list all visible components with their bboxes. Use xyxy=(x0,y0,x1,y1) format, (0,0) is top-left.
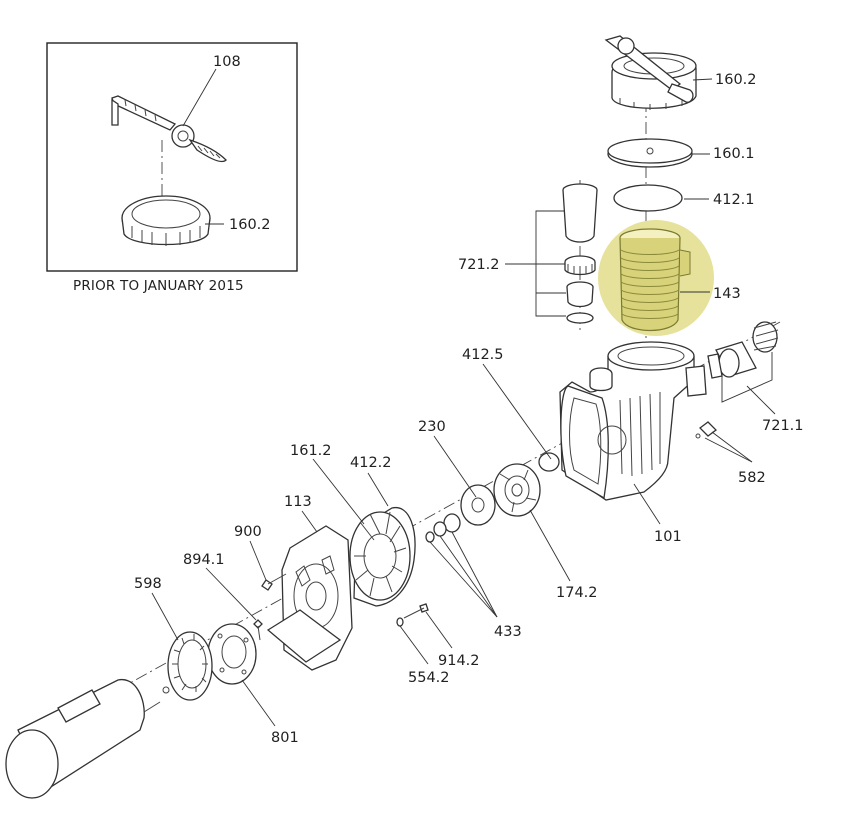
inset-caption: PRIOR TO JANUARY 2015 xyxy=(73,278,244,294)
callout-412-2: 412.2 xyxy=(350,455,392,471)
leader-174-2 xyxy=(529,509,571,582)
union-side-bracket xyxy=(721,352,773,403)
inset-lid-part xyxy=(121,195,211,246)
drain-plug-part xyxy=(695,421,717,439)
callout-230: 230 xyxy=(418,419,446,435)
leader-101 xyxy=(633,483,661,525)
leader-894-1 xyxy=(205,567,257,621)
union-kit-side-part xyxy=(707,321,779,379)
callout-721-1: 721.1 xyxy=(762,418,804,434)
callout-801: 801 xyxy=(271,730,299,746)
leader-433a xyxy=(429,541,498,618)
callout-433: 433 xyxy=(494,624,522,640)
leader-113 xyxy=(301,510,318,533)
motor-part xyxy=(5,679,170,799)
callout-160-2: 160.2 xyxy=(715,72,757,88)
leader-412-5 xyxy=(482,363,552,460)
callout-598: 598 xyxy=(134,576,162,592)
impeller-part xyxy=(493,463,541,517)
leader-598 xyxy=(151,592,179,641)
adapter-part xyxy=(207,623,257,685)
pump-housing-part xyxy=(559,341,707,501)
lid-assembly-part xyxy=(604,35,697,110)
leader-900 xyxy=(249,540,267,581)
leader-412-2 xyxy=(367,472,389,507)
leader-160-2 xyxy=(692,78,713,81)
inset-frame xyxy=(46,42,298,272)
callout-721-2: 721.2 xyxy=(458,257,500,273)
housing-oring-part xyxy=(538,452,560,472)
callout-160-1: 160.1 xyxy=(713,146,755,162)
callout-113: 113 xyxy=(284,494,312,510)
callout-101: 101 xyxy=(654,529,682,545)
inset-handle-part xyxy=(111,95,227,163)
diffuser-part xyxy=(460,484,496,526)
lid-plate-part xyxy=(607,138,693,168)
leader-433b xyxy=(439,535,498,618)
leader-554-2 xyxy=(399,625,429,665)
leader-108 xyxy=(182,68,217,127)
leader-582b xyxy=(704,437,753,463)
callout-894-1: 894.1 xyxy=(183,552,225,568)
callout-108: 108 xyxy=(213,54,241,70)
callout-143: 143 xyxy=(713,286,741,302)
leader-721-1 xyxy=(746,385,776,415)
screw-part xyxy=(261,573,287,591)
leader-801 xyxy=(241,679,276,727)
leader-230 xyxy=(433,435,477,498)
leader-582a xyxy=(711,431,753,463)
seal-plate-part xyxy=(266,525,353,671)
callout-412-5: 412.5 xyxy=(462,347,504,363)
bracket-screw-part xyxy=(253,619,263,641)
leader-914-2 xyxy=(425,611,453,649)
callout-914-2: 914.2 xyxy=(438,653,480,669)
seal-plate-diffuser-part xyxy=(349,507,416,607)
lid-oring-part xyxy=(613,184,683,212)
union-kit-basket-part xyxy=(562,183,598,324)
union-bracket xyxy=(535,210,566,317)
callout-161-2: 161.2 xyxy=(290,443,332,459)
callout-160-2-inset: 160.2 xyxy=(229,217,271,233)
motor-ring-part xyxy=(167,631,213,701)
bolt-part xyxy=(403,603,429,619)
callout-582: 582 xyxy=(738,470,766,486)
callout-174-2: 174.2 xyxy=(556,585,598,601)
callout-554-2: 554.2 xyxy=(408,670,450,686)
callout-412-1: 412.1 xyxy=(713,192,755,208)
leader-433c xyxy=(451,531,498,618)
leader-161-2 xyxy=(312,458,365,525)
washer-part xyxy=(396,617,404,627)
inset-panel: 108 160.2 xyxy=(46,42,298,272)
callout-900: 900 xyxy=(234,524,262,540)
strainer-basket-part xyxy=(619,228,691,331)
